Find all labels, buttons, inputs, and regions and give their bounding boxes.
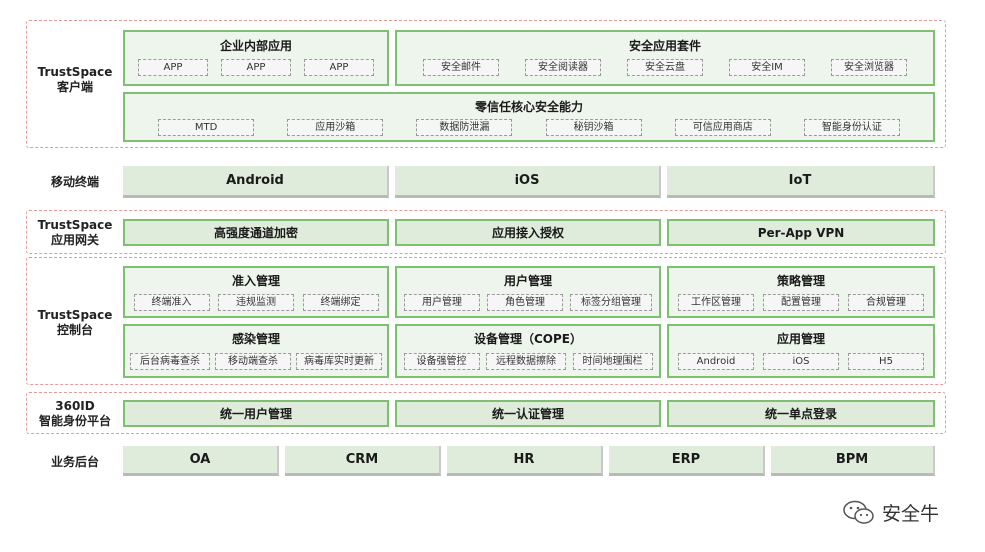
android-terminal: Android: [123, 166, 389, 198]
app-mgmt-title: 应用管理: [776, 332, 825, 346]
gateway-layer-band: [26, 210, 946, 254]
violation-monitor-chip: 违规监测: [218, 294, 294, 311]
virus-db-update-chip: 病毒库实时更新: [296, 353, 382, 370]
secure-drive-chip: 安全云盘: [627, 59, 703, 76]
bpm-system: BPM: [771, 446, 935, 476]
identity-layer-band: [26, 392, 946, 434]
compliance-mgmt-chip: 合规管理: [848, 294, 924, 311]
app-chip: APP: [304, 59, 374, 76]
terminal-access-chip: 终端准入: [133, 294, 210, 311]
user-mgmt-chip: 用户管理: [404, 294, 480, 311]
client-layer-label: TrustSpace 客户端: [37, 65, 113, 94]
secure-reader-chip: 安全阅读器: [525, 59, 601, 76]
watermark-text: 安全牛: [882, 502, 940, 525]
workspace-mgmt-chip: 工作区管理: [678, 294, 754, 311]
console-layer-label: TrustSpace 控制台: [37, 308, 113, 337]
channel-encryption-box: 高强度通道加密: [123, 219, 389, 246]
mobile-layer-label: 移动终端: [50, 174, 99, 189]
access-mgmt-title: 准入管理: [231, 274, 280, 288]
identity-layer-label: 360ID 智能身份平台: [38, 399, 111, 428]
android-app-chip: Android: [678, 353, 754, 370]
app-sandbox-chip: 应用沙箱: [287, 119, 384, 136]
terminal-binding-chip: 终端绑定: [302, 294, 379, 311]
hr-system: HR: [447, 446, 603, 476]
gateway-layer-label: TrustSpace 应用网关: [37, 218, 113, 247]
console-layer-band: [26, 257, 946, 385]
watermark: 安全牛: [842, 496, 972, 528]
erp-system: ERP: [609, 446, 765, 476]
h5-app-chip: H5: [848, 353, 924, 370]
user-mgmt-title: 用户管理: [503, 274, 552, 288]
app-chip: APP: [221, 59, 291, 76]
zero-trust-title: 零信任核心安全能力: [474, 100, 583, 114]
secure-im-chip: 安全IM: [729, 59, 805, 76]
secure-browser-chip: 安全浏览器: [831, 59, 907, 76]
security-suite-title: 安全应用套件: [628, 39, 701, 53]
unified-sso-box: 统一单点登录: [667, 400, 935, 427]
device-mgmt-title: 设备管理（COPE）: [473, 332, 582, 346]
app-access-auth-box: 应用接入授权: [395, 219, 661, 246]
secure-mail-chip: 安全邮件: [423, 59, 499, 76]
tag-group-chip: 标签分组管理: [570, 294, 652, 311]
crm-system: CRM: [285, 446, 441, 476]
unified-user-mgmt-box: 统一用户管理: [123, 400, 389, 427]
key-sandbox-chip: 秘钥沙箱: [545, 119, 642, 136]
client-layer-band: [26, 20, 946, 148]
iot-terminal: IoT: [667, 166, 935, 198]
mobile-antivirus-chip: 移动端查杀: [215, 353, 291, 370]
role-mgmt-chip: 角色管理: [487, 294, 563, 311]
smart-auth-chip: 智能身份认证: [803, 119, 900, 136]
dlp-chip: 数据防泄漏: [416, 119, 513, 136]
geofence-chip: 时间地理围栏: [572, 353, 653, 370]
infection-mgmt-title: 感染管理: [231, 332, 280, 346]
unified-auth-mgmt-box: 统一认证管理: [395, 400, 661, 427]
infection-mgmt-panel: 感染管理 后台病毒查杀 移动端查杀 病毒库实时更新: [123, 324, 389, 378]
user-mgmt-panel: 用户管理 用户管理 角色管理 标签分组管理: [395, 266, 661, 318]
app-mgmt-panel: 应用管理 Android iOS H5: [667, 324, 935, 378]
oa-system: OA: [123, 446, 279, 476]
background-antivirus-chip: 后台病毒查杀: [130, 353, 210, 370]
zero-trust-panel: 零信任核心安全能力 MTD 应用沙箱 数据防泄漏 秘钥沙箱 可信应用商店 智能身…: [123, 92, 935, 142]
mtd-chip: MTD: [158, 119, 255, 136]
device-mgmt-panel: 设备管理（COPE） 设备强管控 远程数据擦除 时间地理围栏: [395, 324, 661, 378]
policy-mgmt-title: 策略管理: [776, 274, 825, 288]
ios-app-chip: iOS: [763, 353, 839, 370]
app-chip: APP: [138, 59, 208, 76]
security-suite-panel: 安全应用套件 安全邮件 安全阅读器 安全云盘 安全IM 安全浏览器: [395, 30, 935, 86]
internal-apps-title: 企业内部应用: [219, 39, 292, 53]
ios-terminal: iOS: [395, 166, 661, 198]
policy-mgmt-panel: 策略管理 工作区管理 配置管理 合规管理: [667, 266, 935, 318]
device-control-chip: 设备强管控: [403, 353, 480, 370]
internal-apps-panel: 企业内部应用 APP APP APP: [123, 30, 389, 86]
trusted-app-store-chip: 可信应用商店: [674, 119, 771, 136]
access-mgmt-panel: 准入管理 终端准入 违规监测 终端绑定: [123, 266, 389, 318]
remote-wipe-chip: 远程数据擦除: [486, 353, 566, 370]
config-mgmt-chip: 配置管理: [763, 294, 839, 311]
wechat-icon: [842, 499, 876, 525]
business-layer-label: 业务后台: [50, 454, 99, 469]
per-app-vpn-box: Per-App VPN: [667, 219, 935, 246]
